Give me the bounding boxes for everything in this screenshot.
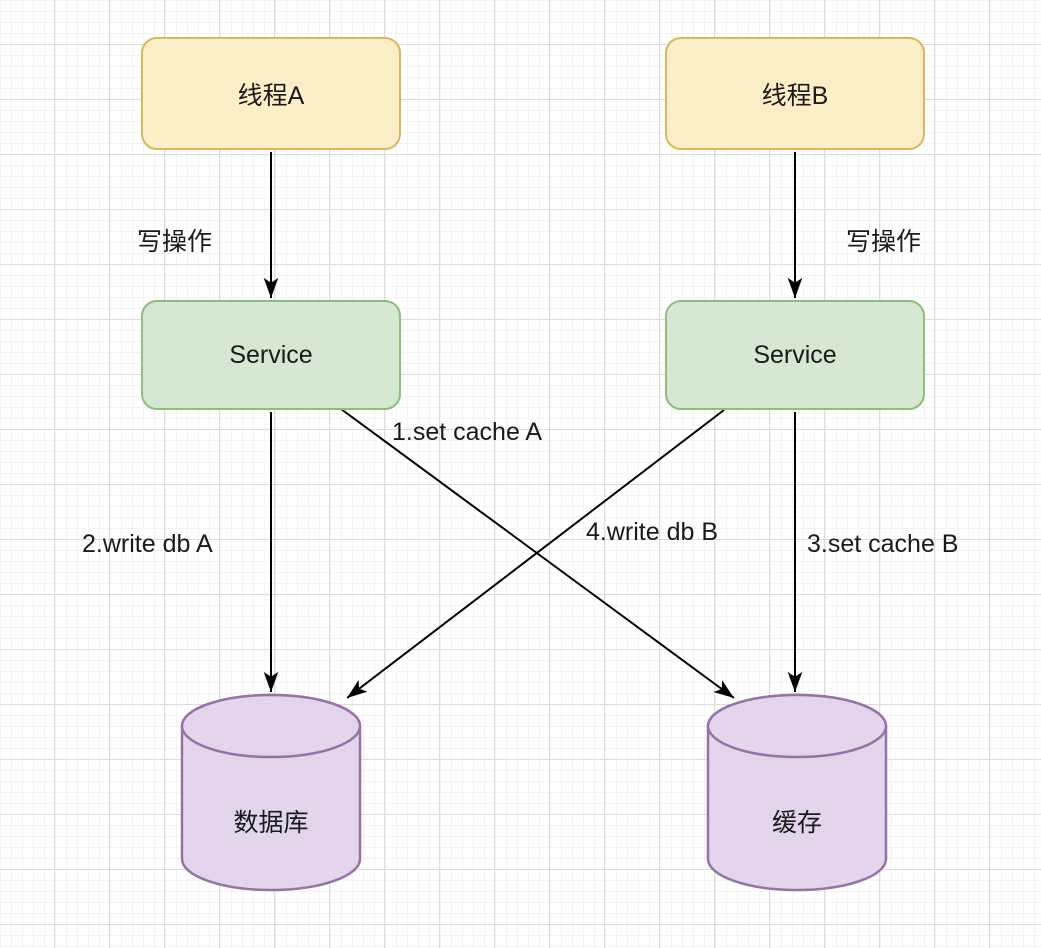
edge-label-write-db-b[interactable]: 4.write db B xyxy=(586,518,719,546)
edge-label-write-db-a[interactable]: 2.write db A xyxy=(82,530,213,558)
node-service-b-label: Service xyxy=(753,340,837,369)
node-thread-b-label: 线程B xyxy=(761,81,829,110)
node-thread-a[interactable]: 线程A xyxy=(141,37,401,150)
node-thread-b[interactable]: 线程B xyxy=(665,37,925,150)
edge-service-b-to-database[interactable] xyxy=(346,409,725,699)
node-service-b[interactable]: Service xyxy=(665,300,925,410)
cache-cylinder-icon xyxy=(706,693,888,892)
node-database-label: 数据库 xyxy=(233,809,309,837)
node-thread-a-label: 线程A xyxy=(237,81,305,110)
node-database[interactable]: 数据库 xyxy=(180,693,362,892)
node-cache-label: 缓存 xyxy=(771,809,822,837)
edge-label-set-cache-b[interactable]: 3.set cache B xyxy=(807,530,959,558)
edge-label-write-op-b[interactable]: 写操作 xyxy=(846,228,922,256)
database-cylinder-icon xyxy=(180,693,362,892)
node-cache[interactable]: 缓存 xyxy=(706,693,888,892)
edge-label-set-cache-a[interactable]: 1.set cache A xyxy=(392,418,543,446)
edge-label-write-op-a[interactable]: 写操作 xyxy=(137,228,213,256)
node-service-a[interactable]: Service xyxy=(141,300,401,410)
node-service-a-label: Service xyxy=(229,340,313,369)
